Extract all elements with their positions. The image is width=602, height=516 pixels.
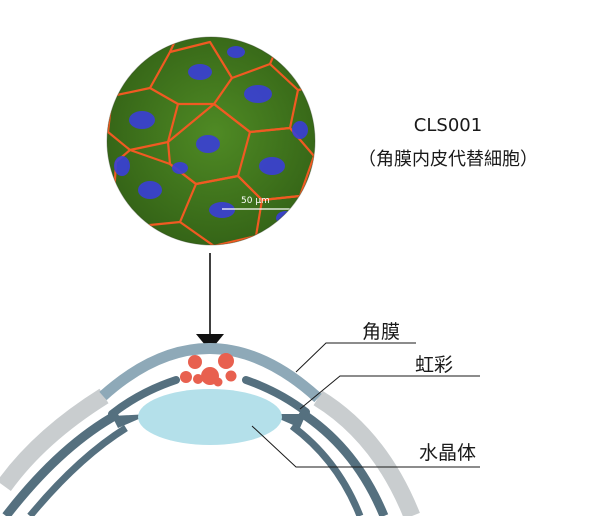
cell-name-label: （角膜内皮代替細胞） [358,149,538,170]
cell-micrograph: 50 µm [107,37,315,245]
cell-code-label: CLS001 [414,115,482,136]
lens-leader [251,425,480,468]
retina-left [27,425,128,516]
retina-right [289,423,364,516]
injection-arrow-head [196,334,224,351]
lens-label: 水晶体 [419,442,476,464]
inner-wall-right [297,408,389,516]
iris-leader [299,375,480,410]
injected-cells [180,353,237,387]
lens [138,389,282,445]
iris-label: 虹彩 [415,354,453,376]
cornea-leader [295,342,416,373]
iris-left [108,376,180,418]
sclera-left [0,388,109,491]
cornea [99,343,322,403]
sclera-right [313,390,420,516]
leader-lines [251,342,480,468]
inner-wall-left [2,410,121,516]
cell-nuclei [114,46,308,225]
scale-bar-label: 50 µm [241,196,270,206]
cornea-label: 角膜 [362,321,400,343]
